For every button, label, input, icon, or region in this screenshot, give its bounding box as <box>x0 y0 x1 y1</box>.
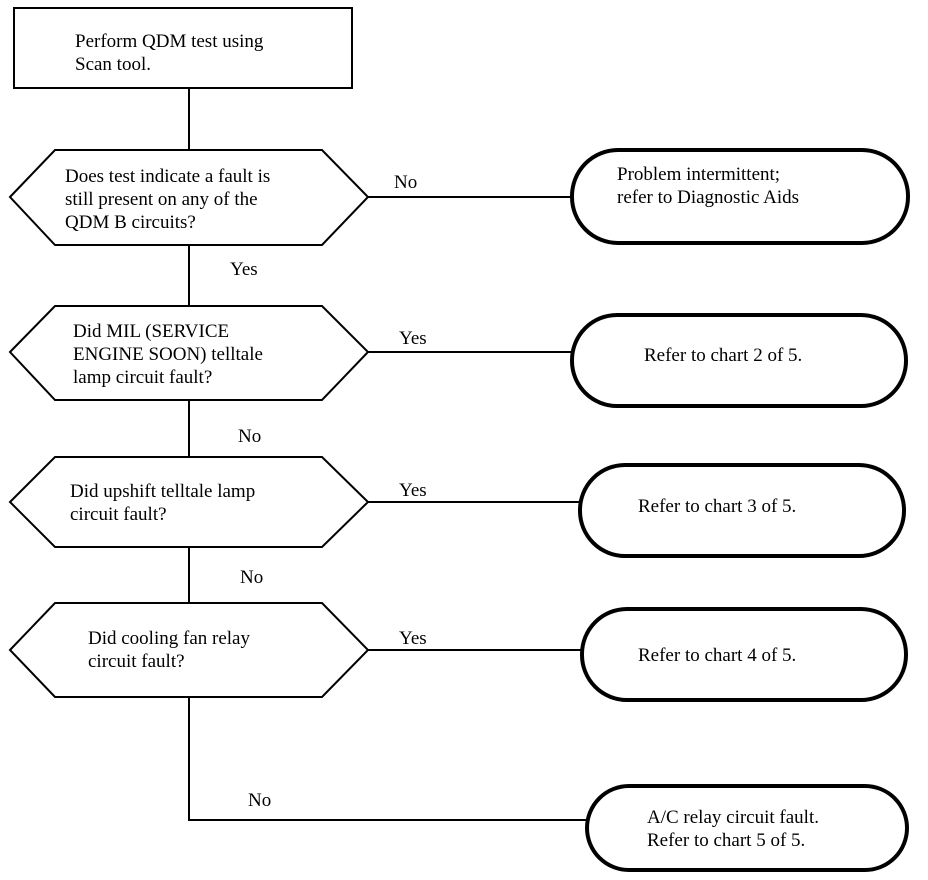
outcome-2-shape <box>570 313 908 408</box>
outcome-2-text: Refer to chart 2 of 5. <box>644 344 802 367</box>
decision-1-text-line: still present on any of the <box>65 189 258 210</box>
outcome-5-text-line: A/C relay circuit fault. <box>647 807 819 828</box>
start-box <box>13 7 353 89</box>
branch-label-d3-right: Yes <box>399 480 427 501</box>
outcome-4-text: Refer to chart 4 of 5. <box>638 644 796 667</box>
outcome-3-text: Refer to chart 3 of 5. <box>638 495 796 518</box>
outcome-2-text-line: Refer to chart 2 of 5. <box>644 345 803 366</box>
branch-label-d1-down: Yes <box>230 259 258 280</box>
decision-3-text-line: Did upshift telltale lamp <box>70 481 256 502</box>
branch-label-d4-down: No <box>248 790 272 811</box>
decision-1-text-line: QDM B circuits? <box>65 212 196 233</box>
decision-2-text-line: ENGINE SOON) telltale <box>73 344 263 365</box>
outcome-5-shape <box>585 784 909 872</box>
start-text: Perform QDM test using Scan tool. <box>75 30 263 76</box>
decision-4-text-line: Did cooling fan relay <box>88 628 250 649</box>
outcome-5-text: A/C relay circuit fault. Refer to chart … <box>647 806 819 852</box>
outcome-4-shape <box>580 607 908 702</box>
outcome-5-text-line: Refer to chart 5 of 5. <box>647 830 806 851</box>
decision-4-text-line: circuit fault? <box>88 651 185 672</box>
outcome-1-text-line: refer to Diagnostic Aids <box>617 187 800 208</box>
decision-1-text: Does test indicate a fault is still pres… <box>65 165 270 234</box>
outcome-1-text-line: Problem intermittent; <box>617 164 781 185</box>
decision-3-text: Did upshift telltale lamp circuit fault? <box>70 480 255 526</box>
branch-label-d2-down: No <box>238 426 262 447</box>
branch-label-d2-right: Yes <box>399 328 427 349</box>
decision-2-text-line: Did MIL (SERVICE <box>73 321 230 342</box>
outcome-3-shape <box>578 463 906 558</box>
branch-label-d3-down: No <box>240 567 264 588</box>
decision-3-text-line: circuit fault? <box>70 504 167 525</box>
branch-label-d4-right: Yes <box>399 628 427 649</box>
decision-4-text: Did cooling fan relay circuit fault? <box>88 627 250 673</box>
decision-1-text-line: Does test indicate a fault is <box>65 166 271 187</box>
decision-2-text: Did MIL (SERVICE ENGINE SOON) telltale l… <box>73 320 263 389</box>
connector-d4-o5 <box>188 697 587 821</box>
outcome-1-text: Problem intermittent; refer to Diagnosti… <box>617 163 799 209</box>
start-text-line: Scan tool. <box>75 54 151 75</box>
outcome-3-text-line: Refer to chart 3 of 5. <box>638 496 797 517</box>
decision-2-text-line: lamp circuit fault? <box>73 367 213 388</box>
start-text-line: Perform QDM test using <box>75 31 264 52</box>
branch-label-d1-right: No <box>394 172 418 193</box>
outcome-4-text-line: Refer to chart 4 of 5. <box>638 645 797 666</box>
